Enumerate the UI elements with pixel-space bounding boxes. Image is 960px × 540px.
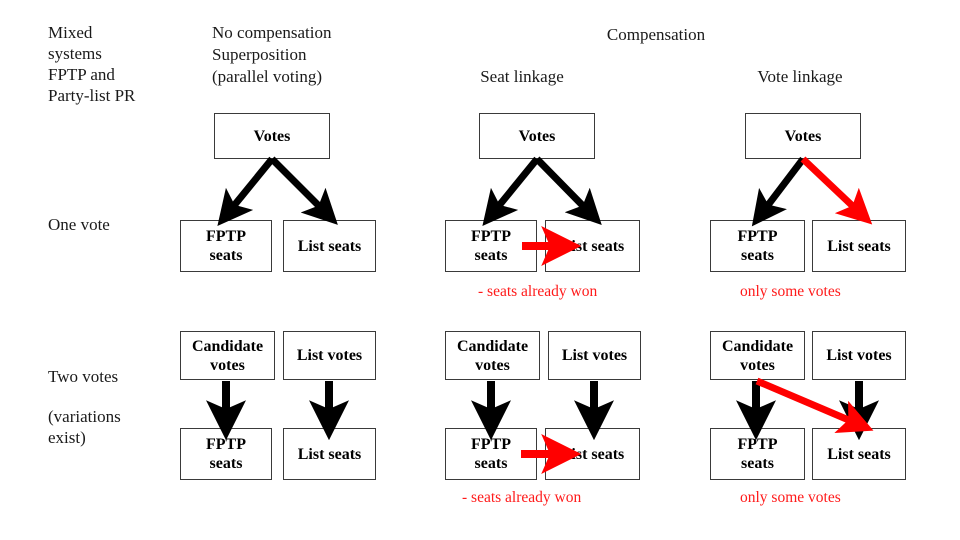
box-fptp-seats-col1-onevote[interactable]: FPTP seats xyxy=(180,220,272,272)
box-fptp-seats-col3-twovotes[interactable]: FPTP seats xyxy=(710,428,805,480)
arrow-votes-to-fptp-col2 xyxy=(482,156,540,227)
row-label-one-vote: One vote xyxy=(48,215,110,234)
box-list-seats-col3-onevote[interactable]: List seats xyxy=(812,220,906,272)
box-candidate-votes-col1-twovotes[interactable]: Candidate votes xyxy=(180,331,275,380)
title-block: Mixed systems FPTP and Party-list PR xyxy=(48,23,136,105)
caption-seats-already-won-twovotes: - seats already won xyxy=(462,489,582,506)
box-list-votes-col2-twovotes[interactable]: List votes xyxy=(548,331,641,380)
arrow-votes-to-listseats-col2 xyxy=(534,156,602,225)
box-votes-col1-onevote[interactable]: Votes xyxy=(214,113,330,159)
caption-only-some-votes-twovotes: only some votes xyxy=(740,489,841,506)
column-header-vote-linkage: Vote linkage xyxy=(757,67,843,86)
column-header-seat-linkage: Seat linkage xyxy=(480,67,564,86)
box-list-seats-col1-twovotes[interactable]: List seats xyxy=(283,428,376,480)
box-candidate-votes-col3-twovotes[interactable]: Candidate votes xyxy=(710,331,805,380)
box-fptp-seats-col2-onevote[interactable]: FPTP seats xyxy=(445,220,537,272)
arrow-votes-to-listseats-red-col3 xyxy=(800,156,873,225)
box-list-votes-col1-twovotes[interactable]: List votes xyxy=(283,331,376,380)
caption-only-some-votes-onevote: only some votes xyxy=(740,283,841,300)
box-fptp-seats-col2-twovotes[interactable]: FPTP seats xyxy=(445,428,537,480)
row-label-two-votes-note: (variations exist) xyxy=(48,407,121,447)
box-fptp-seats-col1-twovotes[interactable]: FPTP seats xyxy=(180,428,272,480)
arrow-candidatevotes-to-listseats-red-col3 xyxy=(755,377,874,433)
column-header-no-compensation: No compensation Superposition (parallel … xyxy=(212,23,332,86)
box-list-seats-col2-onevote[interactable]: List seats xyxy=(545,220,640,272)
box-list-seats-col3-twovotes[interactable]: List seats xyxy=(812,428,906,480)
box-list-seats-col1-onevote[interactable]: List seats xyxy=(283,220,376,272)
box-fptp-seats-col3-onevote[interactable]: FPTP seats xyxy=(710,220,805,272)
box-votes-col2-onevote[interactable]: Votes xyxy=(479,113,595,159)
box-list-votes-col3-twovotes[interactable]: List votes xyxy=(812,331,906,380)
box-candidate-votes-col2-twovotes[interactable]: Candidate votes xyxy=(445,331,540,380)
column-group-header-compensation: Compensation xyxy=(606,25,706,44)
arrow-votes-to-fptp-col3 xyxy=(751,156,806,227)
arrow-votes-to-listseats-col1 xyxy=(269,156,338,225)
arrow-votes-to-fptp-col1 xyxy=(217,156,275,227)
row-label-two-votes: Two votes xyxy=(48,367,119,386)
box-votes-col3-onevote[interactable]: Votes xyxy=(745,113,861,159)
caption-seats-already-won-onevote: - seats already won xyxy=(478,283,598,300)
box-list-seats-col2-twovotes[interactable]: List seats xyxy=(545,428,640,480)
